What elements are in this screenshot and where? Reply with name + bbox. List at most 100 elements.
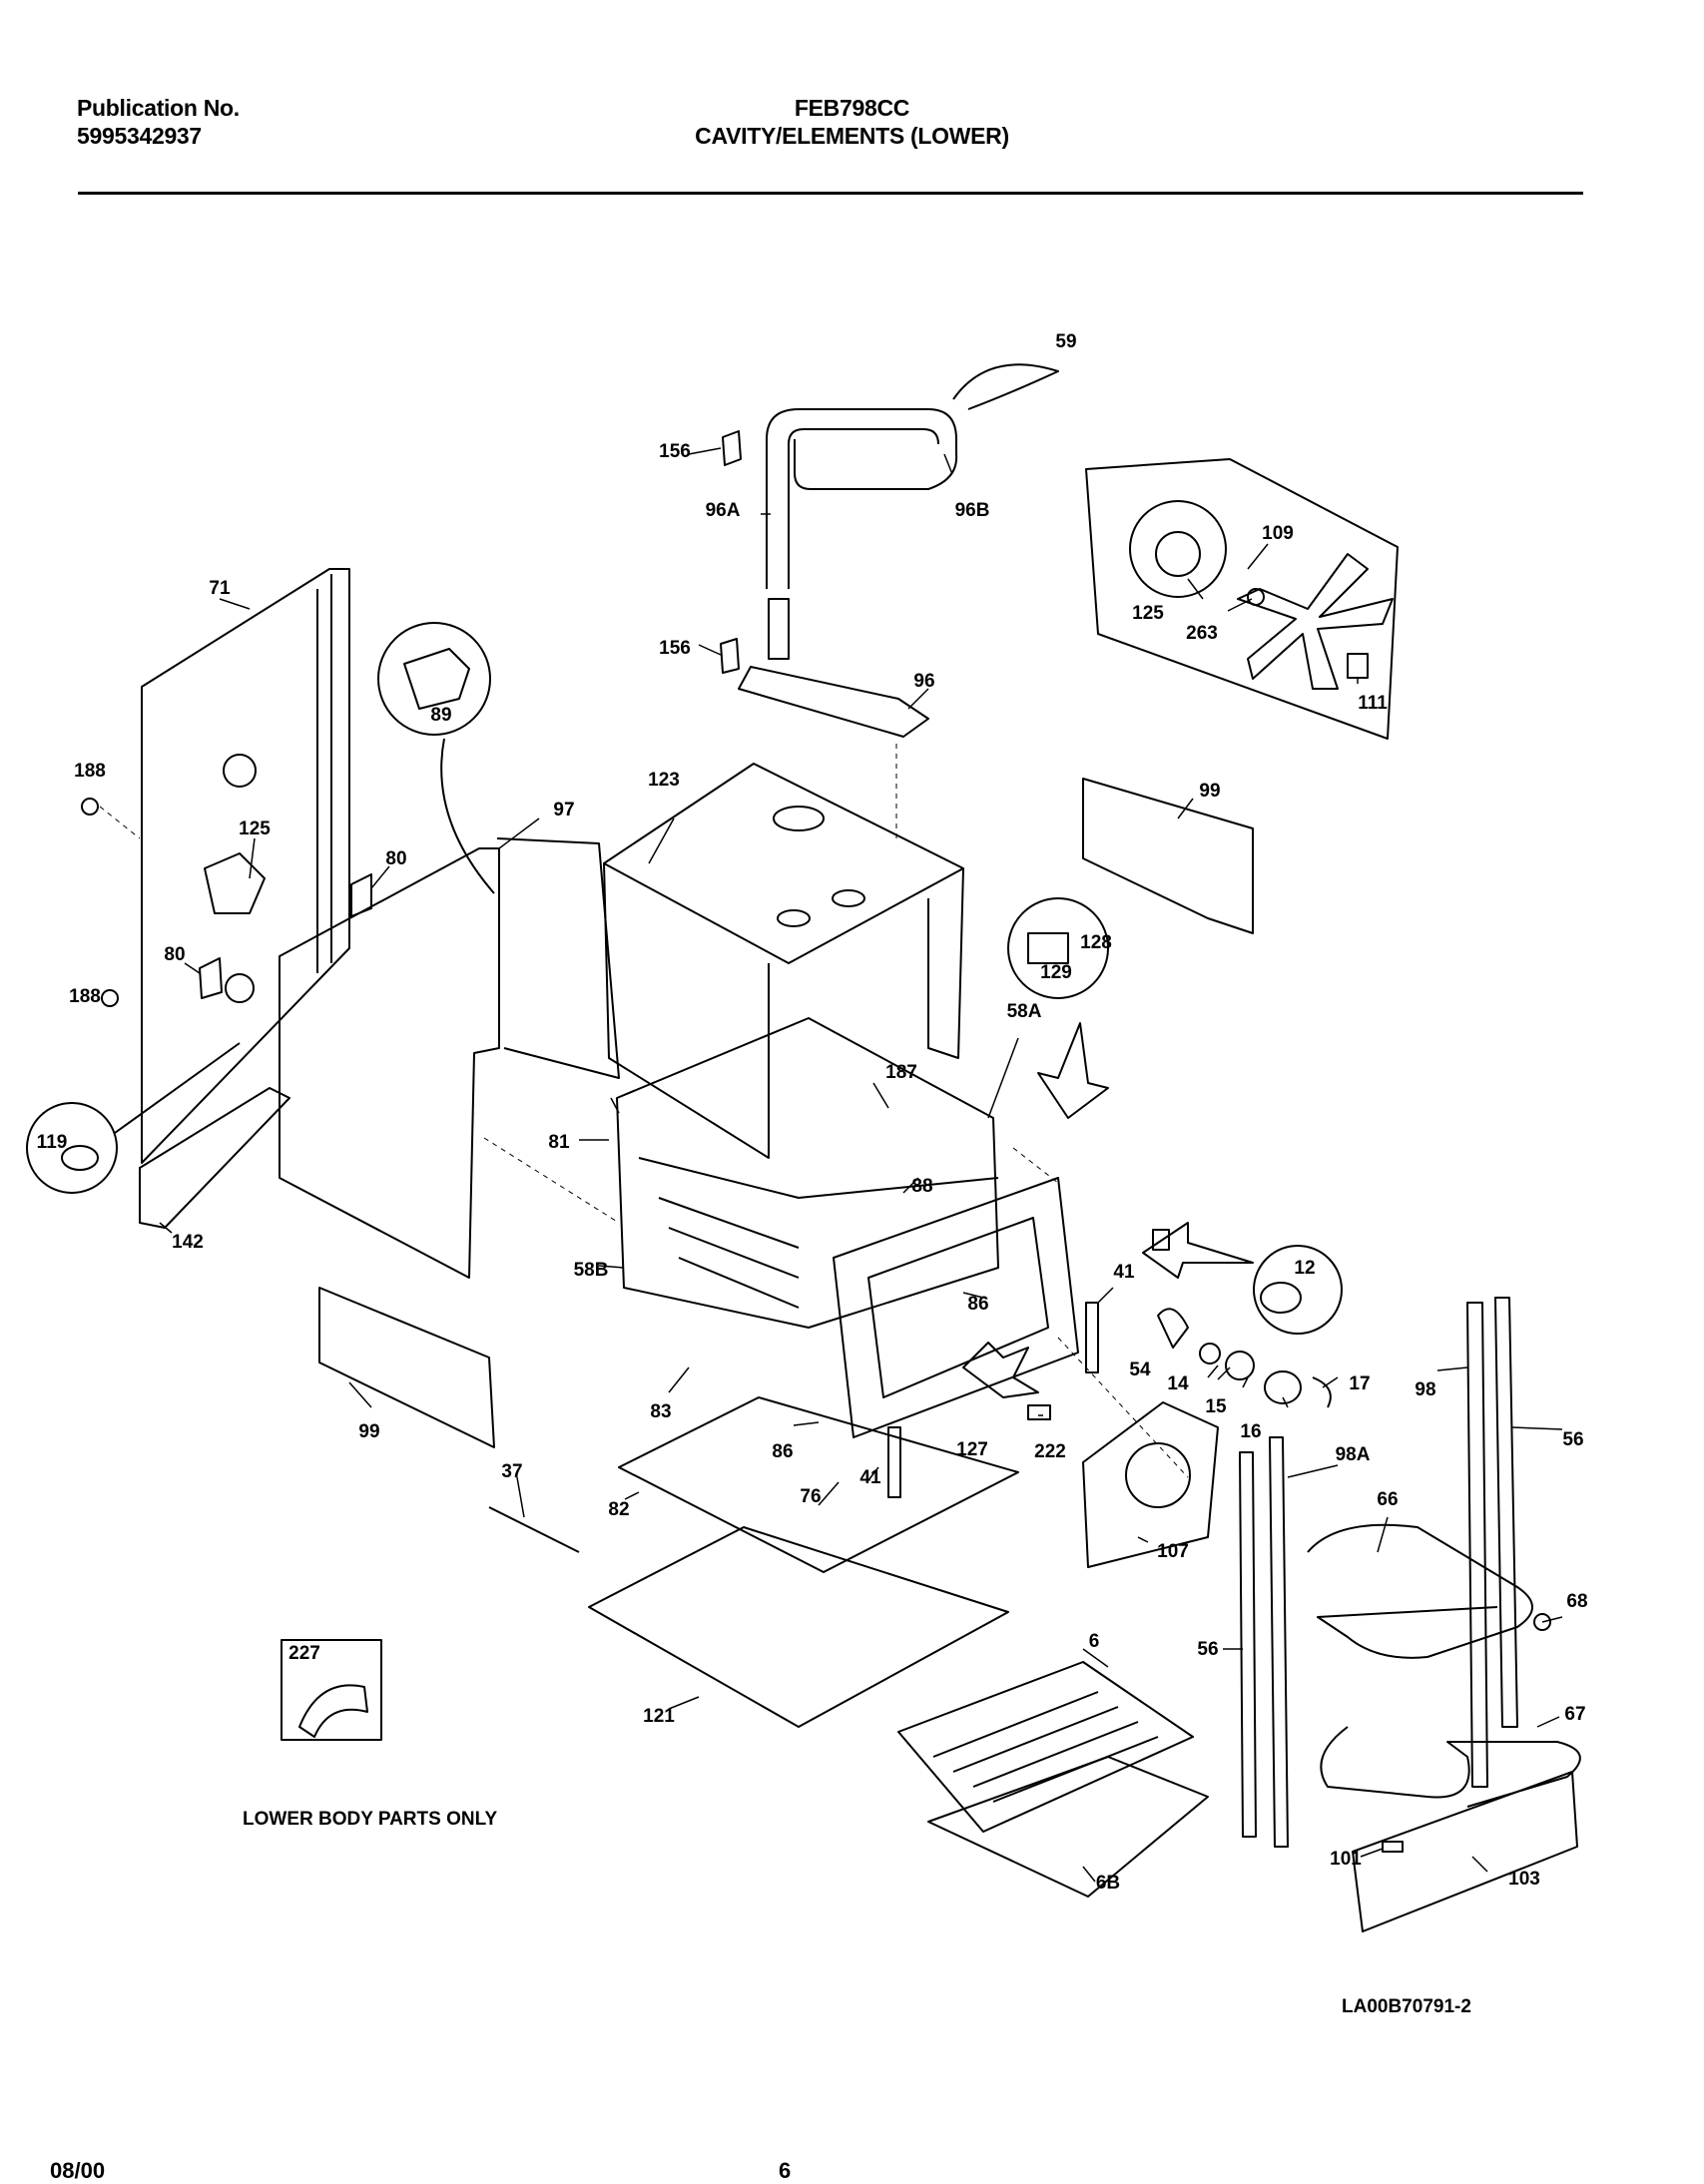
assembly-line [1057,1337,1189,1478]
callout-80: 80 [385,848,406,869]
title-block: FEB798CC CAVITY/ELEMENTS (LOWER) [0,94,1704,150]
vent-duct-part [738,666,929,738]
inset-89-arrow [440,738,495,894]
callout-128: 128 [1080,932,1112,953]
callout-12: 12 [1294,1258,1315,1279]
section-title: CAVITY/ELEMENTS (LOWER) [695,123,1009,149]
callout-227: 227 [288,1643,320,1664]
callout-103: 103 [1508,1869,1540,1890]
rail-98A-part [1269,1436,1289,1848]
callout-59: 59 [1055,331,1076,352]
terminal-panel-part [318,1287,495,1448]
callout-121: 121 [643,1706,675,1727]
callout-109: 109 [1262,523,1294,544]
part-227 [298,1684,368,1738]
callout-15: 15 [1205,1396,1227,1417]
rear-wall-edge [496,837,620,1079]
bracket-156-part [722,430,742,466]
vent-tube-part [766,363,1059,660]
callout-187: 187 [885,1062,917,1083]
sensor-37-part [488,1506,580,1553]
drawing-code: LA00B70791-2 [1342,1996,1471,2017]
convection-fan-inset [1085,458,1399,740]
footer-date: 08/00 [50,2158,106,2183]
callout-83: 83 [650,1401,671,1422]
callout-99: 99 [1199,781,1220,802]
inset-227-box [281,1639,382,1741]
callout-17: 17 [1349,1373,1370,1394]
callout-98: 98 [1415,1379,1435,1400]
callout-96A: 96A [706,500,741,521]
model-number: FEB798CC [794,95,910,121]
callout-82: 82 [608,1499,629,1520]
publication-number: 5995342937 [77,123,202,149]
lamp-cover-part [1312,1376,1332,1408]
inset-12-circle [1253,1245,1343,1335]
oven-liner-part [616,1017,999,1329]
callout-88: 88 [911,1176,932,1197]
bracket-156-part [720,638,740,674]
assembly-line [99,806,141,839]
heat-shield-vent [1125,1442,1191,1508]
callout-86: 86 [967,1294,988,1315]
inset-119-line [114,1042,241,1134]
clip-101-part [1382,1841,1404,1853]
panel-103-part [1352,1771,1578,1932]
assembly-line [483,1137,620,1224]
callout-67: 67 [1564,1704,1585,1725]
callout-125: 125 [239,819,271,839]
bake-element-part [1320,1726,1581,1808]
callout-37: 37 [501,1461,522,1482]
callout-99: 99 [358,1421,379,1442]
lamp-bulb-part [1225,1351,1255,1380]
callout-188: 188 [69,986,101,1007]
callout-156: 156 [659,441,691,462]
callout-6: 6 [1089,1631,1100,1652]
oven-bottom-part [618,1396,1019,1573]
publication-label: Publication No. [77,95,240,121]
callout-80: 80 [164,944,185,965]
callout-263: 263 [1186,623,1218,644]
callout-71: 71 [209,578,231,599]
bulb-holder-part [1152,1229,1170,1251]
fan-blade-127-part [962,1342,1039,1398]
oven-wrapper-part [603,763,964,1159]
bottom-plate-part [588,1526,1009,1728]
callout-76: 76 [800,1486,821,1507]
inset-89-circle [377,622,491,736]
callout-58A: 58A [1007,1001,1042,1022]
callout-129: 129 [1040,962,1072,983]
callout-56: 56 [1197,1639,1218,1660]
callout-101: 101 [1330,1849,1362,1870]
callout-58B: 58B [574,1260,609,1281]
callout-96: 96 [913,671,934,692]
lamp-socket-part [1157,1308,1189,1349]
callout-68: 68 [1566,1591,1587,1612]
callout-6B: 6B [1096,1873,1120,1894]
lower-body-note: LOWER BODY PARTS ONLY [243,1809,498,1830]
broil-element-part [1307,1523,1533,1659]
part-222 [1027,1404,1051,1420]
callout-125: 125 [1132,603,1164,624]
door-frame-part [833,1177,1079,1438]
screw-188-part [81,798,99,816]
rear-wall-part [279,847,500,1279]
hinge-41-part [887,1426,901,1498]
lamp-gasket-part [1199,1343,1221,1365]
rail-98-part [1466,1302,1488,1788]
bracket-80-part [199,957,223,999]
inset-89-part [403,648,470,710]
header-rule [78,192,1583,195]
inset-119-circle [26,1102,118,1194]
side-panel-71-part [141,568,350,1164]
screw-188-part [101,989,119,1007]
oven-rack-part [897,1661,1209,1898]
terminal-panel-part [1082,778,1254,934]
panel-142-part [139,1087,290,1229]
callout-86: 86 [772,1441,793,1462]
callout-41: 41 [859,1467,881,1488]
callout-127: 127 [956,1439,988,1460]
callout-66: 66 [1377,1489,1398,1510]
bracket-80-part [350,873,372,917]
